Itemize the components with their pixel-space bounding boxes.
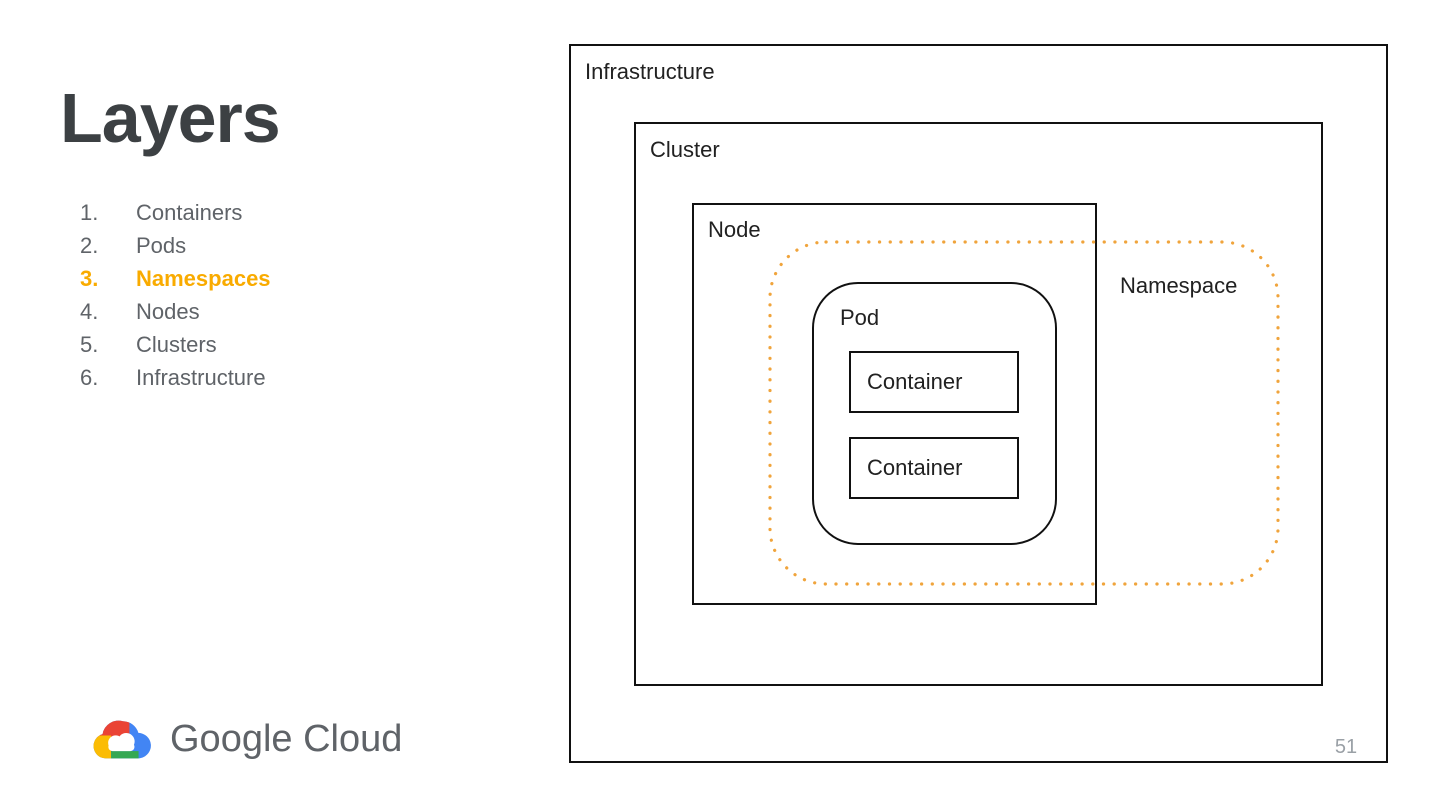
list-item-label: Namespaces <box>136 266 271 291</box>
container-label: Container <box>867 369 963 394</box>
list-item-label: Infrastructure <box>136 365 266 390</box>
layers-list: 1. Containers 2. Pods 3. Namespaces 4. N… <box>80 196 271 394</box>
google-cloud-logo-text: Google Cloud <box>170 718 403 760</box>
list-item-label: Nodes <box>136 299 200 324</box>
list-item-number: 1. <box>80 200 99 225</box>
container-box-2: Container <box>849 437 1019 499</box>
namespace-label: Namespace <box>1120 273 1238 298</box>
page-title: Layers <box>60 79 281 157</box>
list-item-containers: 1. Containers <box>80 196 271 229</box>
infrastructure-box <box>569 44 1388 763</box>
container-label: Container <box>867 455 963 480</box>
list-item-label: Pods <box>136 233 187 258</box>
list-item-number: 5. <box>80 332 99 357</box>
node-label: Node <box>708 217 761 242</box>
list-item-number: 6. <box>80 365 99 390</box>
list-item-pods: 2. Pods <box>80 229 271 262</box>
google-cloud-icon <box>90 718 156 764</box>
google-cloud-logo: Google Cloud <box>90 718 402 764</box>
list-item-clusters: 5. Clusters <box>80 328 271 361</box>
container-box-1: Container <box>849 351 1019 413</box>
list-item-nodes: 4. Nodes <box>80 295 271 328</box>
list-item-infrastructure: 6. Infrastructure <box>80 361 271 394</box>
infrastructure-label: Infrastructure <box>585 59 715 84</box>
pod-label: Pod <box>840 305 880 330</box>
cluster-label: Cluster <box>650 137 720 162</box>
list-item-number: 4. <box>80 299 99 324</box>
list-item-number: 2. <box>80 233 99 258</box>
list-item-namespaces-active: 3. Namespaces <box>80 262 271 295</box>
list-item-label: Clusters <box>136 332 217 357</box>
list-item-label: Containers <box>136 200 243 225</box>
list-item-number: 3. <box>80 266 99 291</box>
page-number: 51 <box>1334 736 1358 758</box>
cluster-box <box>634 122 1323 686</box>
